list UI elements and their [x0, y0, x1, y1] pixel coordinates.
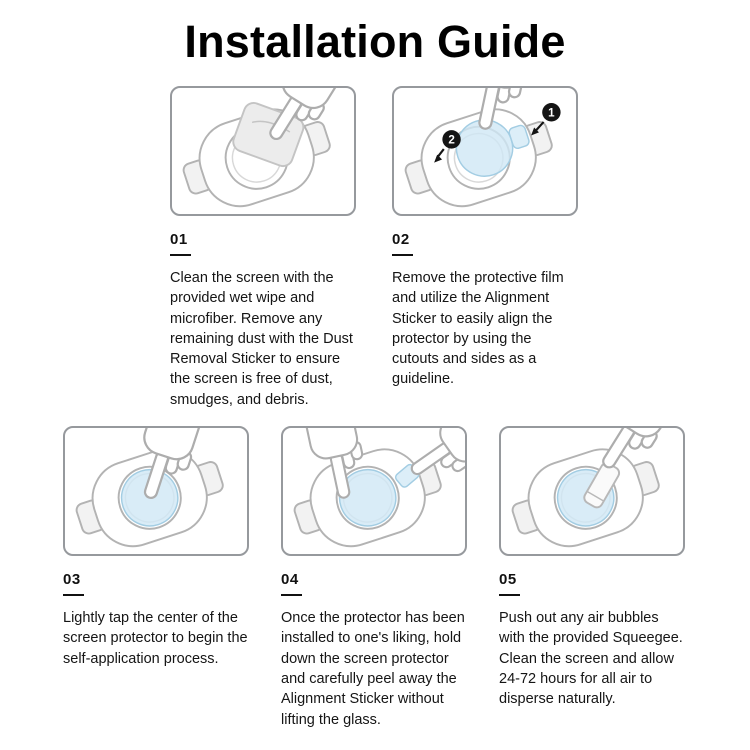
step-number: 03 — [63, 571, 81, 589]
step-04-drawing — [293, 428, 465, 548]
step-marker-1: 1 — [531, 103, 561, 136]
step-03-section: 03 Lightly tap the center of the screen … — [63, 426, 251, 669]
hand-icon — [602, 428, 677, 469]
step-underline — [499, 594, 520, 597]
step-text: Once the protector has been installed to… — [281, 610, 465, 728]
step-number: 05 — [499, 571, 517, 589]
step-text: Remove the protective film and utilize t… — [392, 270, 564, 388]
step-number: 01 — [170, 231, 188, 248]
protector-film-icon — [338, 469, 397, 527]
illustration-step-02: 1 2 — [392, 86, 578, 216]
step-text: Push out any air bubbles with the provid… — [499, 610, 683, 708]
illustration-step-01 — [170, 86, 356, 216]
step-text: Lightly tap the center of the screen pro… — [63, 610, 248, 667]
step-underline — [392, 254, 413, 256]
hand-icon — [410, 428, 465, 476]
badge-2-label: 2 — [448, 134, 454, 147]
steps-row-1: 01 Clean the screen with the provided we… — [0, 86, 750, 410]
step-underline — [170, 254, 191, 256]
hand-icon — [269, 88, 344, 141]
step-05-drawing — [511, 428, 677, 548]
step-01-drawing — [182, 88, 344, 208]
step-02-section: 1 2 02 Remove the protective film and ut… — [392, 86, 580, 390]
badge-1-label: 1 — [548, 107, 555, 120]
step-underline — [63, 594, 84, 597]
illustration-step-03 — [63, 426, 249, 557]
illustration-step-04 — [281, 426, 467, 557]
step-number: 02 — [392, 231, 410, 248]
step-number: 04 — [281, 571, 299, 589]
step-text: Clean the screen with the provided wet w… — [170, 270, 353, 408]
step-marker-2: 2 — [434, 130, 461, 163]
alignment-film-icon — [455, 119, 530, 177]
step-04-section: 04 Once the protector has been installed… — [281, 426, 469, 730]
hand-icon — [304, 428, 364, 499]
step-underline — [281, 594, 302, 597]
steps-row-2: 03 Lightly tap the center of the screen … — [0, 426, 750, 730]
step-05-section: 05 Push out any air bubbles with the pro… — [499, 426, 687, 709]
step-01-section: 01 Clean the screen with the provided we… — [170, 86, 358, 410]
step-03-drawing — [75, 428, 224, 548]
illustration-step-05 — [499, 426, 685, 557]
hand-icon — [143, 428, 202, 500]
hand-icon — [471, 88, 529, 130]
step-02-drawing: 1 2 — [404, 88, 561, 208]
page-title: Installation Guide — [184, 16, 566, 67]
